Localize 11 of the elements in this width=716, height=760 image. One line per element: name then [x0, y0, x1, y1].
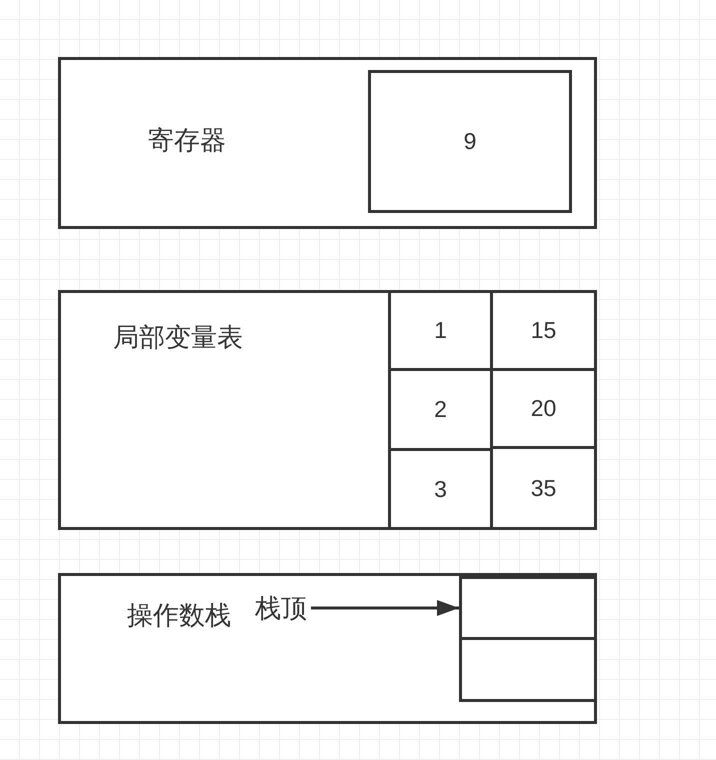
arrow	[311, 600, 459, 616]
stack-slot	[459, 576, 597, 640]
panel-title: 局部变量表	[113, 322, 243, 352]
panel-title: 寄存器	[148, 125, 226, 155]
pointer-label: 栈顶	[253, 593, 309, 623]
panel-title: 操作数栈	[127, 600, 231, 630]
value-box: 9	[368, 70, 572, 213]
register-panel	[58, 57, 597, 229]
stack-slot	[459, 637, 597, 702]
local-variable-table-panel	[58, 290, 597, 530]
operand-stack-panel	[58, 573, 597, 724]
